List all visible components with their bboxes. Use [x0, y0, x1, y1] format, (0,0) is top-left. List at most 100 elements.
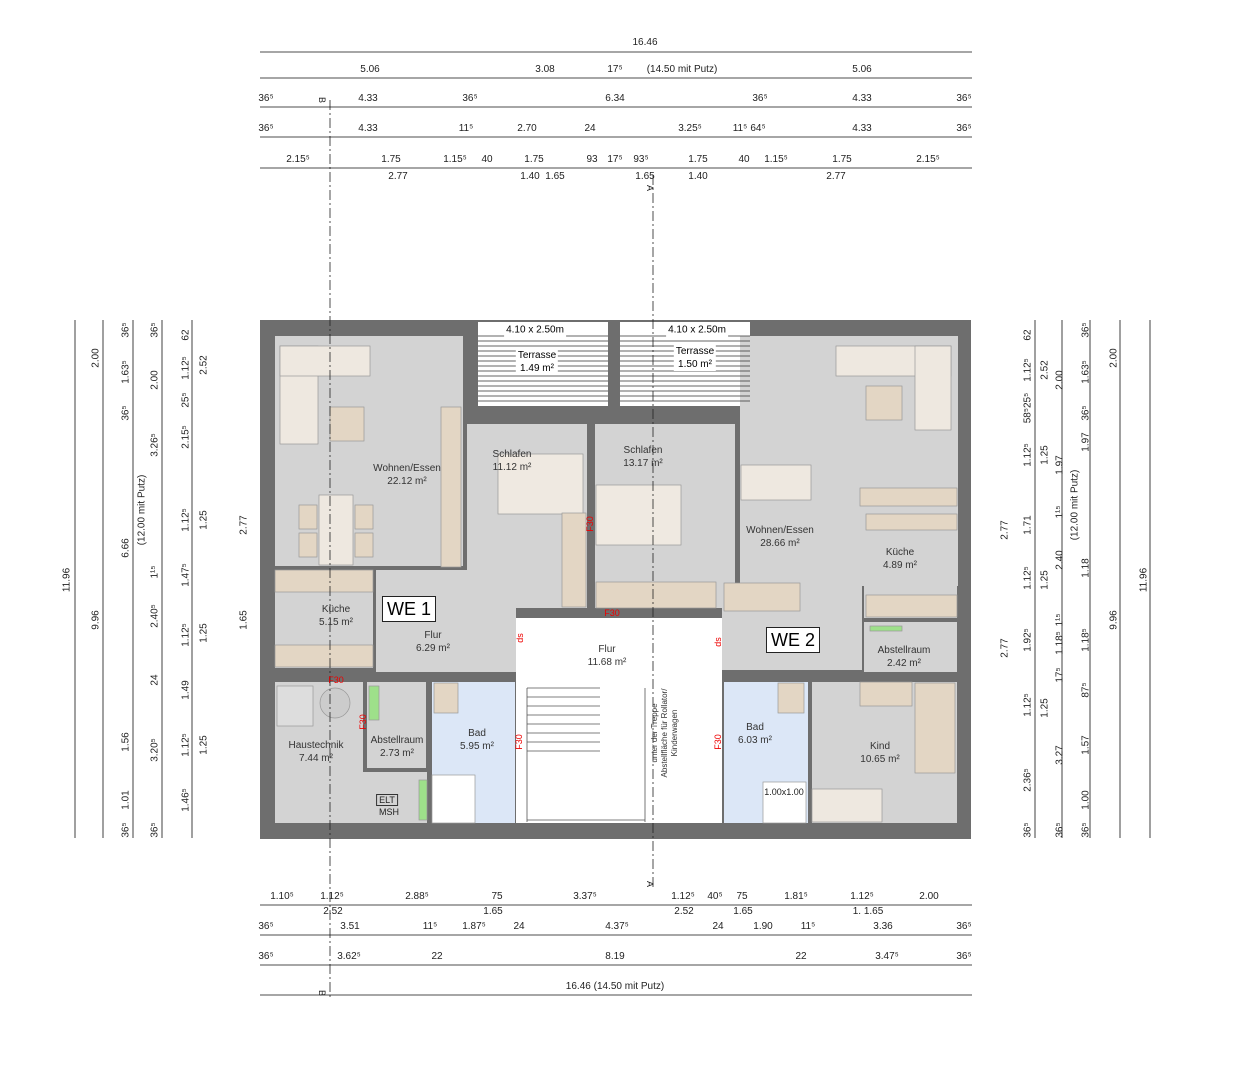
room-area: 11.12 m² — [492, 462, 532, 473]
top-dimension-label: 1.40 — [688, 171, 708, 182]
left-dimension-label: 1.12⁵ — [180, 508, 192, 532]
top-dimension-label: 1.65 — [545, 171, 565, 182]
room-area: 22.12 m² — [387, 476, 427, 487]
right-dimension-label: 17⁵ — [1054, 667, 1066, 683]
right-dimension-label: 2.36⁵ — [1022, 768, 1034, 792]
bottom-dimension-label: 1.65 — [483, 906, 503, 917]
left-dimension-label: 1.12⁵ — [180, 356, 192, 380]
distribution-board — [368, 685, 380, 721]
left-dimension-label: 11.96 — [61, 567, 73, 593]
left-dimension-label: 1.12⁵ — [180, 623, 192, 647]
left-dimension-label: 1.46⁵ — [180, 788, 192, 812]
right-dimension-label: 36⁵ — [1080, 405, 1092, 421]
chair — [354, 532, 374, 558]
bottom-dimension-label: 16.46 (14.50 mit Putz) — [565, 981, 665, 992]
right-dimension-label: 36⁵ — [1054, 822, 1066, 838]
top-dimension-label: 36⁵ — [258, 93, 274, 104]
top-dimension-label: 17⁵ — [607, 64, 623, 75]
bottom-dimension-label: 1.65 — [733, 906, 753, 917]
top-dimension-label: 1.75 — [688, 154, 708, 165]
wardrobe-1 — [561, 512, 587, 608]
top-dimension-label: 1.15⁵ — [443, 154, 467, 165]
right-dimension-label: 1.97 — [1080, 432, 1092, 452]
left-dimension-label: (12.00 mit Putz) — [136, 474, 148, 546]
top-dimension-label: 2.77 — [826, 171, 846, 182]
left-dimension-label: 1.01 — [120, 790, 132, 810]
left-dimension-label: 1.12⁵ — [180, 733, 192, 757]
right-dimension-label: 1.18 — [1080, 558, 1092, 578]
elt-box — [418, 779, 428, 821]
room-area: 5.15 m² — [319, 617, 353, 628]
room-area: 5.95 m² — [460, 741, 494, 752]
bottom-dimension-label: 3.36 — [873, 921, 893, 932]
bottom-dimension-label: 3.37⁵ — [573, 891, 597, 902]
bed-kind — [914, 682, 956, 774]
fire-rating-label: F30 — [358, 714, 368, 730]
bottom-dimension-label: 11⁵ — [800, 921, 816, 932]
left-dimension-label: 2.52 — [198, 355, 210, 375]
bottom-dimension-label: 1. 1.65 — [852, 906, 884, 917]
top-dimension-label: 4.33 — [852, 93, 872, 104]
left-dimension-label: 9.96 — [90, 610, 102, 630]
bottom-dimension-label: 1.12⁵ — [850, 891, 874, 902]
shower-we1 — [431, 774, 476, 824]
room-label: Schlafen 11.12 m² — [493, 448, 532, 474]
right-dimension-label: 2.00 — [1054, 370, 1066, 390]
top-dimension-label: 40 — [738, 154, 750, 165]
top-dimension-label: 40 — [481, 154, 493, 165]
bottom-dimension-label: 3.47⁵ — [875, 951, 899, 962]
room-area: 2.73 m² — [380, 748, 414, 759]
bottom-dimension-label: 3.51 — [340, 921, 360, 932]
stair-storage-note: unter der Treppe Abstellfläche für Rolla… — [650, 689, 680, 778]
left-dimension-label: 36⁵ — [149, 822, 161, 838]
left-dimension-label: 1.25 — [198, 735, 210, 755]
bottom-dimension-label: 2.52 — [674, 906, 694, 917]
smoke-door-label: ds — [713, 637, 723, 647]
room-area: 28.66 m² — [760, 538, 800, 549]
bed-2 — [595, 484, 682, 546]
distribution-board-we2 — [869, 625, 903, 632]
bottom-dimension-label: 8.19 — [605, 951, 625, 962]
terrace-area: 1.49 m² — [520, 363, 554, 374]
sofa-we1-top — [279, 345, 371, 377]
right-dimension-label: (12.00 mit Putz) — [1069, 469, 1081, 541]
room-name: Küche — [885, 547, 915, 558]
terrace-area: 1.50 m² — [678, 359, 712, 370]
unit-label-we1: WE 1 — [381, 596, 437, 622]
left-dimension-label: 24 — [149, 674, 161, 686]
dining-table-we2 — [740, 464, 812, 501]
bottom-dimension-label: 24 — [513, 921, 525, 932]
right-dimension-label: 2.77 — [999, 638, 1011, 658]
bottom-dimension-label: 1.87⁵ — [462, 921, 486, 932]
room-name: Abstellraum — [877, 645, 931, 656]
left-dimension-label: 6.66 — [120, 538, 132, 558]
room-name: Schlafen — [492, 449, 532, 460]
bottom-dimension-label: 40⁵ — [707, 891, 723, 902]
right-dimension-label: 58⁵25⁵ — [1022, 392, 1034, 424]
right-dimension-label: 1.97 — [1054, 455, 1066, 475]
left-dimension-label: 36⁵ — [149, 322, 161, 338]
desk-kind — [811, 788, 883, 823]
fire-rating-label: F30 — [514, 734, 524, 750]
left-dimension-label: 2.77 — [238, 515, 250, 535]
room-name: Abstellraum — [370, 735, 424, 746]
bottom-dimension-label: 1.81⁵ — [784, 891, 808, 902]
shelf-kind — [859, 681, 913, 707]
top-dimension-label: 3.08 — [535, 64, 555, 75]
room-name: Wohnen/Essen — [746, 525, 814, 536]
terrace-name: Terrasse — [675, 346, 715, 357]
room-area: 6.03 m² — [738, 735, 772, 746]
left-dimension-label: 1.49 — [180, 680, 192, 700]
bath-cabinet-we1 — [433, 682, 459, 714]
right-dimension-label: 1.71 — [1022, 515, 1034, 535]
top-dimension-label: 4.33 — [358, 123, 378, 134]
fire-rating-label: F30 — [604, 608, 620, 618]
bottom-dimension-label: 1.12⁵ — [671, 891, 695, 902]
kitchen-counter-we1-b — [274, 644, 374, 668]
bottom-dimension-label: 1.12⁵ — [320, 891, 344, 902]
coffee-table-we1 — [329, 406, 365, 442]
room-area: 10.65 m² — [860, 754, 900, 765]
